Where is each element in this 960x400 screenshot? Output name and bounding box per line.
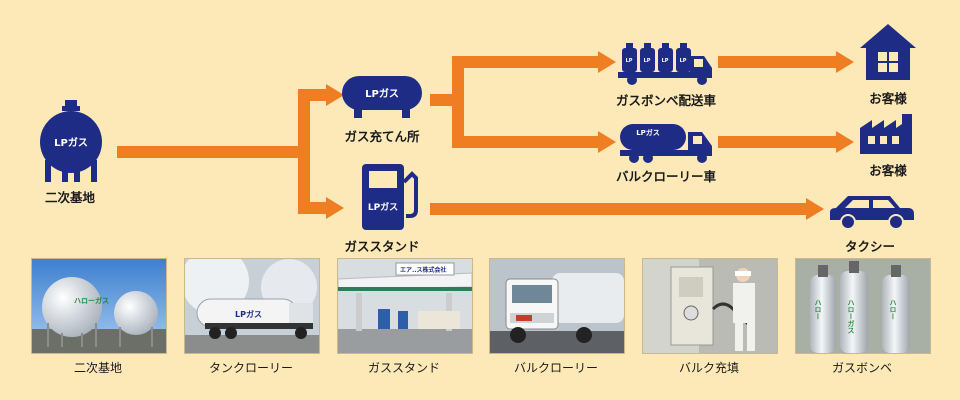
- bulk-truck-label: バルクローリー車: [615, 169, 717, 184]
- gas-stand-label: ガススタンド: [344, 239, 420, 254]
- filling-station-tank-text: LPガス: [365, 87, 399, 100]
- arrowhead-fill-station: [326, 84, 344, 106]
- customer-home-label: お客様: [869, 91, 907, 106]
- cylinder-truck-icon: LP LP LP LP: [618, 43, 712, 85]
- bulk-lorry-photo: [489, 258, 625, 354]
- arrowhead-factory: [836, 131, 854, 153]
- photo-caption-gas-stand: ガススタンド: [367, 361, 441, 375]
- svg-text:ハロー: ハロー: [889, 299, 897, 320]
- customer-factory-label: お客様: [869, 163, 907, 178]
- photo-caption-secondary-base: 二次基地: [73, 361, 123, 375]
- gas-stand-pump-text: LPガス: [368, 201, 398, 213]
- photo-caption-bulk-lorry: バルクローリー: [513, 361, 599, 375]
- arrowhead-taxi: [806, 198, 824, 220]
- gas-stand-pump-icon: LPガス: [362, 164, 418, 230]
- tank-lorry-photo: LPガス: [184, 258, 320, 354]
- photo-caption-bulk-filling: バルク充填: [678, 361, 740, 375]
- bulk-truck-tank-text: LPガス: [636, 128, 660, 137]
- bulk-filling-photo: [642, 258, 778, 354]
- cylinder-truck-label: ガスボンベ配送車: [615, 93, 717, 108]
- secondary-base-tank-icon: LPガス: [40, 100, 102, 182]
- svg-text:LP: LP: [662, 58, 669, 64]
- arrowhead-home: [836, 51, 854, 73]
- secondary-base-tank-text: LPガス: [54, 136, 88, 149]
- svg-text:LP: LP: [626, 58, 633, 64]
- factory-icon: [860, 114, 912, 154]
- home-icon: [860, 24, 916, 80]
- svg-text:LP: LP: [680, 58, 687, 64]
- arrowhead-cylinder-truck: [598, 51, 616, 73]
- photo-caption-tank-lorry: タンクローリー: [208, 361, 294, 375]
- gas-stand-photo: エア..ス株式会社: [337, 258, 473, 354]
- cylinder-photo-text: ハローガス: [847, 299, 855, 334]
- taxi-label: タクシー: [844, 239, 896, 254]
- svg-text:ハロー: ハロー: [814, 299, 822, 320]
- arrowhead-stand: [326, 197, 344, 219]
- arrow-fill-to-bulk-truck: [452, 100, 600, 148]
- gas-cylinders-photo: ハロー ハローガス ハロー: [795, 258, 931, 354]
- spherical-tanks-photo: ハローガス: [31, 258, 167, 354]
- arrow-base-to-split: [117, 89, 328, 158]
- svg-text:ハローガス: ハローガス: [74, 296, 109, 305]
- tank-lorry-photo-sign: LPガス: [235, 309, 262, 319]
- gas-stand-photo-sign: エア..ス株式会社: [400, 266, 447, 274]
- arrow-fill-to-cylinder-truck: [430, 56, 600, 106]
- taxi-icon: [830, 196, 914, 230]
- arrow-split-to-stand: [298, 152, 328, 214]
- filling-station-label: ガス充てん所: [344, 129, 420, 144]
- svg-text:LP: LP: [644, 58, 651, 64]
- bulk-truck-icon: LPガス: [620, 124, 712, 163]
- photo-caption-gas-cylinders: ガスボンベ: [831, 361, 893, 375]
- filling-station-tank-icon: LPガス: [342, 76, 422, 118]
- arrowhead-bulk-truck: [598, 131, 616, 153]
- secondary-base-label: 二次基地: [44, 190, 96, 205]
